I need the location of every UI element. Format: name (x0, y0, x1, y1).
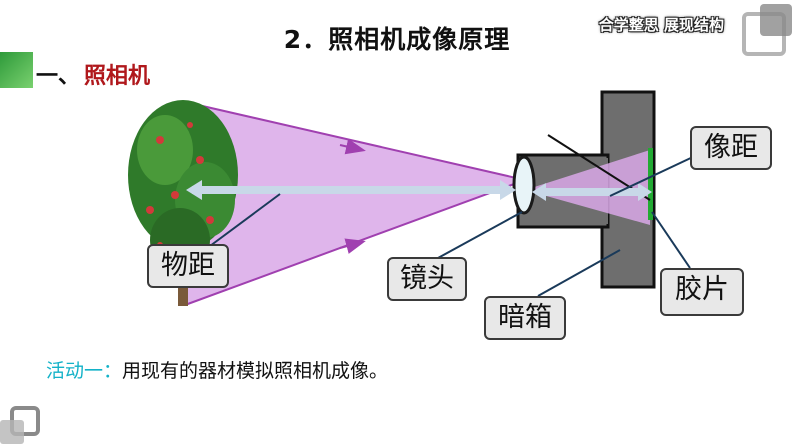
section-number: 一、 (36, 64, 81, 89)
label-object-distance: 物距 (147, 244, 229, 288)
activity-heading: 活动一： (46, 360, 123, 382)
activity-line: 活动一：用现有的器材模拟照相机成像。 (46, 356, 388, 383)
lens-icon (512, 155, 536, 215)
label-dark-box: 暗箱 (484, 296, 566, 340)
slogan-text: 合学整思 展现结构 (598, 16, 724, 34)
section-title: 照相机 (84, 64, 151, 89)
label-lens: 镜头 (387, 257, 467, 301)
label-film: 胶片 (660, 268, 744, 316)
corner-decoration-bottom-icon (0, 406, 40, 444)
light-cone (185, 102, 525, 305)
label-image-distance: 像距 (690, 126, 772, 170)
page-title: 2．照相机成像原理 (283, 25, 511, 54)
corner-decoration-icon (742, 4, 792, 56)
tree-icon (128, 100, 238, 306)
activity-text: 用现有的器材模拟照相机成像。 (122, 360, 389, 382)
section-marker (0, 52, 33, 88)
